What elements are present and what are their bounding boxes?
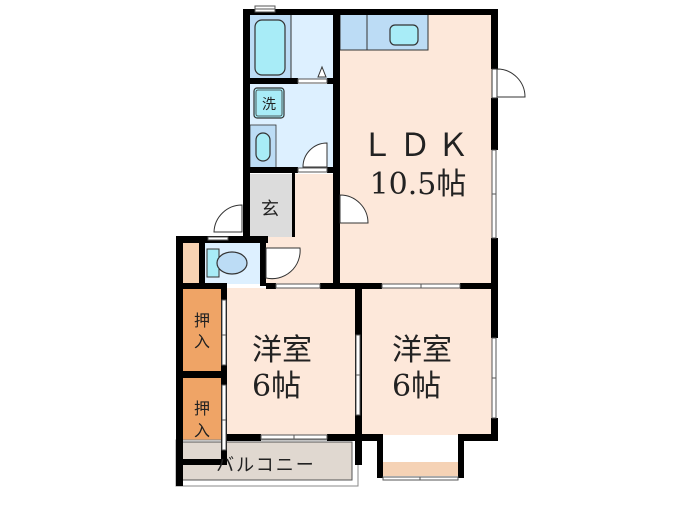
closet-1-label-top: 押: [194, 311, 210, 330]
basin-bowl-icon: [255, 132, 271, 162]
ldk-name: ＬＤＫ: [361, 126, 475, 164]
washer-icon: [253, 87, 285, 119]
closet-2-label-bottom: 入: [194, 421, 210, 440]
door-swing-wash-icon: [302, 142, 328, 168]
western-2-name: 洋室: [392, 333, 452, 368]
door-swing-ldk-inner-icon: [339, 194, 369, 224]
western-2-size: 6帖: [392, 369, 441, 404]
door-swing-ldk-icon: [496, 68, 526, 98]
kitchen-sink-icon: [389, 24, 419, 46]
closet-2-label-top: 押: [194, 399, 210, 418]
closet-1: [183, 289, 221, 372]
ldk-size: 10.5帖: [370, 167, 467, 202]
western-1-name: 洋室: [252, 333, 312, 368]
western-room-2: [362, 288, 492, 435]
entrance-label: 玄: [261, 199, 279, 220]
balcony-label: バルコニー: [216, 455, 316, 476]
door-swing-toilet-icon: [265, 247, 301, 280]
western-room-1: [227, 288, 356, 435]
toilet-icon: [216, 251, 248, 275]
windows: [207, 5, 497, 481]
drain-marker-icon: [317, 65, 327, 78]
ldk-room: [338, 14, 492, 284]
closet-1-label-bottom: 入: [194, 332, 210, 351]
door-swings: [213, 68, 526, 280]
bay-window: [383, 462, 458, 476]
door-swing-entrance-icon: [213, 204, 243, 233]
washer-label: 洗: [262, 97, 276, 113]
bathtub-icon: [254, 19, 286, 76]
western-1-size: 6帖: [252, 369, 301, 404]
entrance: [249, 174, 292, 237]
hallway: [294, 174, 334, 284]
